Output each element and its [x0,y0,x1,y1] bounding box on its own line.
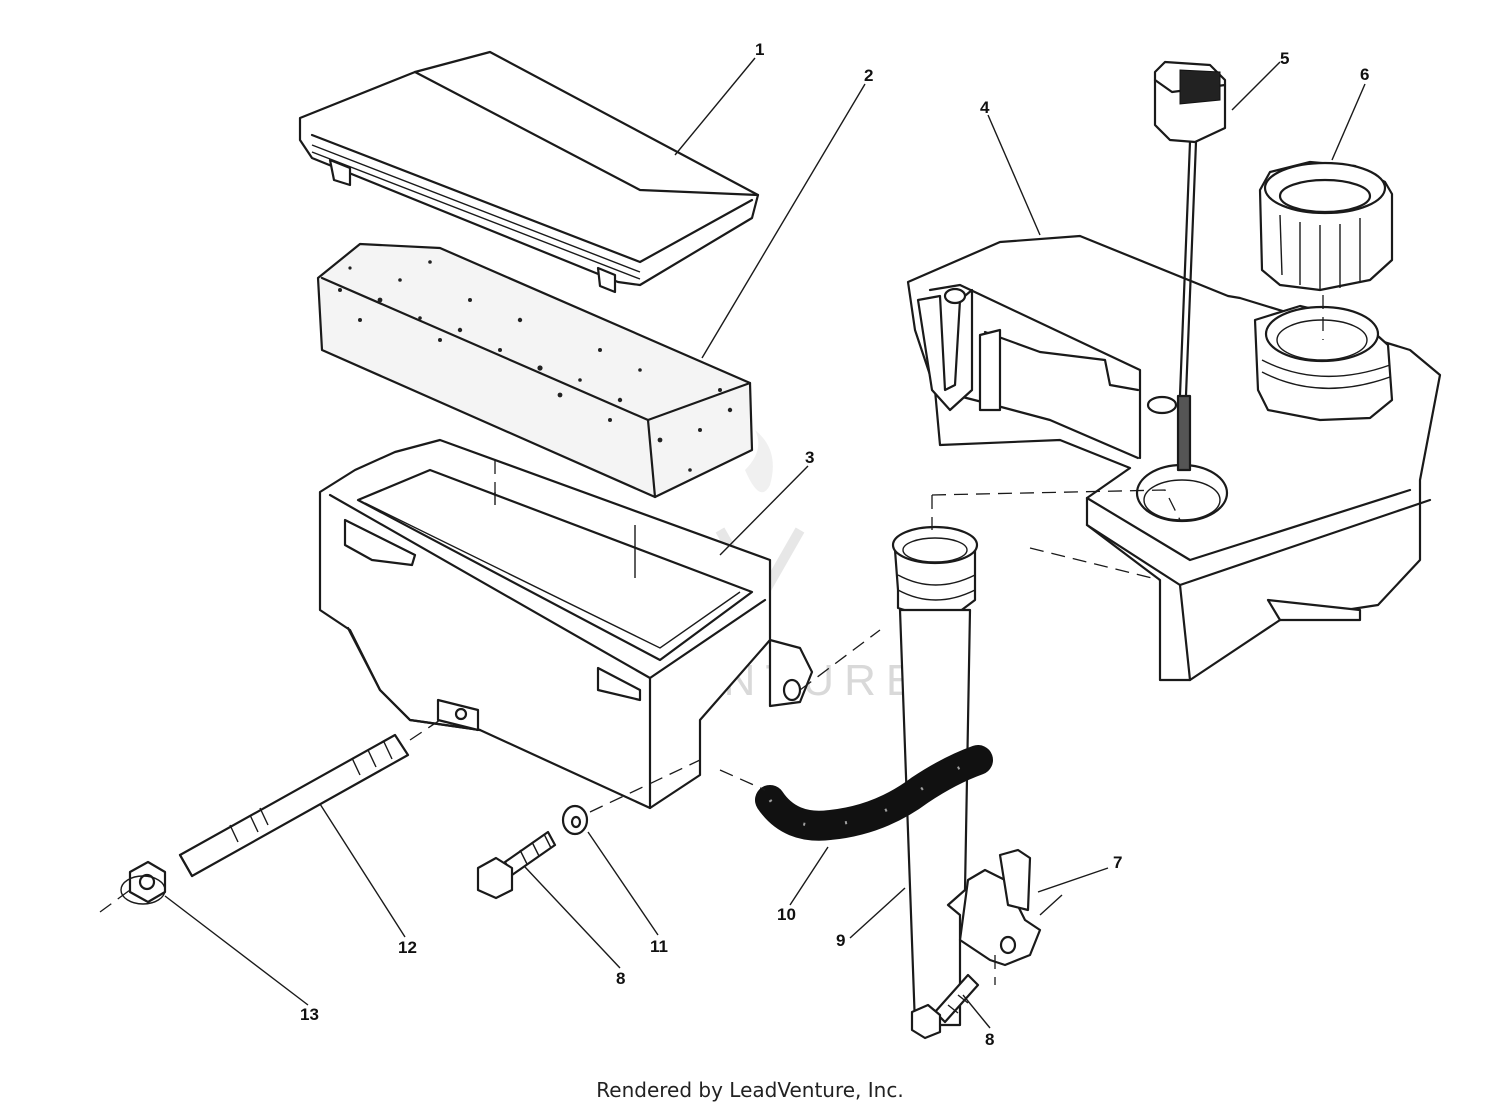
part-foam-element [316,242,754,499]
part-cover [298,50,760,294]
part-fuel-cap [1258,160,1394,292]
callout-labels: 1 2 3 4 5 6 7 8 8 9 10 11 12 13 [300,40,1369,1049]
part-bolt-left [476,830,557,900]
footer-credit: Rendered by LeadVenture, Inc. [596,1078,904,1102]
part-dipstick [1153,60,1227,472]
callout-10: 10 [777,905,796,924]
callout-3: 3 [805,448,814,467]
leader-lines [164,57,1366,1029]
callout-11: 11 [650,937,668,956]
callout-8-right: 8 [985,1030,994,1049]
callout-6: 6 [1360,65,1369,84]
part-nut [120,860,167,905]
callout-8-left: 8 [616,969,625,988]
part-washer [561,804,589,836]
callout-1: 1 [755,40,764,59]
alignment-lines [99,295,1324,985]
callout-13: 13 [300,1005,319,1024]
callout-7: 7 [1113,853,1122,872]
callout-9: 9 [836,931,845,950]
part-fuel-hose [755,745,993,841]
callout-5: 5 [1280,49,1289,68]
part-filler-tube [891,525,1042,1027]
part-bolt-right [910,973,980,1040]
part-long-bolt [178,733,410,878]
callout-2: 2 [864,66,873,85]
part-fuel-tank [906,234,1442,682]
callout-12: 12 [398,938,417,957]
callout-4: 4 [980,98,990,117]
